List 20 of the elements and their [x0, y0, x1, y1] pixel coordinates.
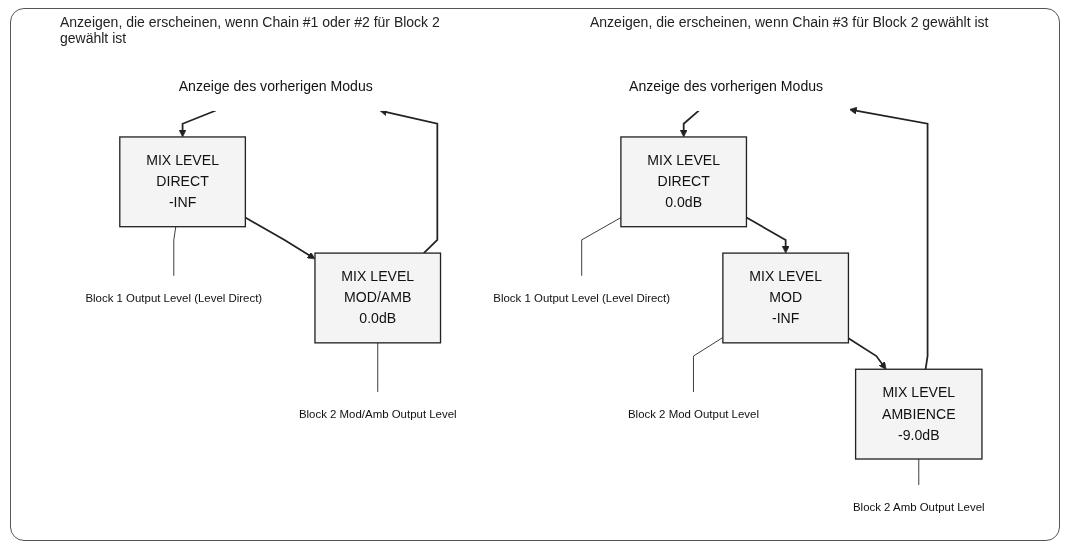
node-text: Block 1 Output Level (Level Direct)	[493, 291, 671, 305]
arrow	[679, 109, 700, 138]
node-box: MIX LEVEL MOD -INF	[722, 252, 850, 344]
node-text: Anzeige des vorherigen Modus	[178, 78, 373, 94]
connector	[173, 226, 177, 277]
node-text: Block 2 Mod/Amb Output Level	[298, 407, 457, 421]
node-box: MIX LEVEL DIRECT -INF	[119, 136, 247, 228]
node-box: MIX LEVEL DIRECT 0.0dB	[620, 136, 748, 228]
node-box: MIX LEVEL MOD/AMB 0.0dB	[314, 252, 442, 344]
node-text: Block 2 Amb Output Level	[852, 500, 985, 514]
node-text: Block 1 Output Level (Level Direct)	[85, 291, 263, 305]
arrow	[849, 106, 929, 371]
node-text: Anzeige des vorherigen Modus	[629, 78, 824, 94]
connector	[377, 342, 379, 393]
heading-text: Anzeigen, die erscheinen, wenn Chain #1 oder #2 für Block 2 gewählt ist	[60, 14, 441, 46]
connector	[918, 458, 920, 486]
heading-text: Anzeigen, die erscheinen, wenn Chain #3 für Block 2 gewählt ist	[590, 14, 990, 30]
arrow	[178, 109, 217, 138]
node-box: MIX LEVEL AMBIENCE -9.0dB	[854, 368, 983, 460]
node-text: Block 2 Mod Output Level	[627, 407, 759, 421]
